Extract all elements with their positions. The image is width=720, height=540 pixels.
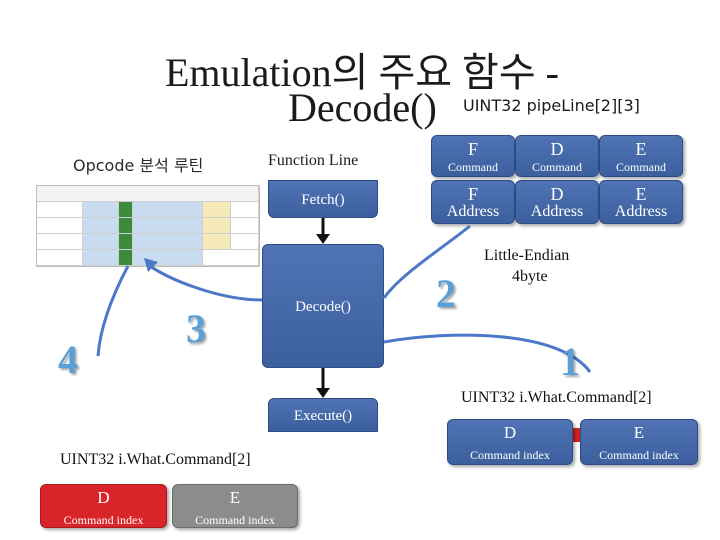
endian-note-line2: 4byte: [512, 268, 548, 285]
execute-stage-label: Execute(): [293, 408, 353, 424]
step-number-2: 2: [436, 271, 456, 316]
execute-stage-box: Execute(): [268, 398, 378, 432]
fetch-to-decode-arrowhead: [316, 234, 330, 244]
left-e-letter: E: [229, 488, 241, 507]
pipeline-e-command: E Command: [599, 135, 683, 177]
right-what-command-d: D Command index: [447, 419, 573, 465]
decode-stage-box: Decode(): [262, 244, 384, 368]
right-e-letter: E: [633, 423, 645, 442]
right-what-command-e: E Command index: [580, 419, 698, 465]
fetch-stage-box: Fetch(): [268, 180, 378, 218]
step-number-3: 3: [186, 306, 206, 351]
pipeline-array-label: UINT32 pipeLine[2][3]: [463, 96, 640, 115]
pipeline-d-address: D Address: [515, 180, 599, 224]
fetch-stage-label: Fetch(): [301, 192, 345, 208]
opcode-routine-label: Opcode 분석 루틴: [73, 156, 204, 175]
pipeline-f-address-text: Address: [446, 203, 500, 220]
decode-stage-label: Decode(): [295, 299, 351, 315]
left-d-letter: D: [97, 488, 110, 507]
pipeline-d-command: D Command: [515, 135, 599, 177]
pipeline-f-command: F Command: [431, 135, 515, 177]
pipeline-e-address: E Address: [599, 180, 683, 224]
pipeline-to-decode-curve: [382, 224, 471, 299]
right-d-text: Command index: [470, 448, 550, 462]
pipeline-e-command-letter: E: [635, 139, 647, 159]
pipeline-f-address: F Address: [431, 180, 515, 224]
function-line-label: Function Line: [268, 152, 359, 169]
right-what-command-label: UINT32 i.What.Command[2]: [461, 389, 652, 406]
step-number-4: 4: [58, 337, 78, 382]
slide-title-line2: Decode(): [288, 85, 437, 130]
pipeline-e-address-text: Address: [614, 203, 668, 220]
pipeline-e-command-text: Command: [616, 160, 666, 174]
left-what-command-d: D Command index: [40, 484, 167, 528]
endian-note-line1: Little-Endian: [484, 247, 570, 264]
right-d-letter: D: [503, 423, 517, 442]
left-e-text: Command index: [195, 513, 275, 527]
decode-to-execute-arrowhead: [316, 388, 330, 398]
right-e-text: Command index: [599, 448, 679, 462]
pipeline-e-address-letter: E: [635, 184, 647, 204]
opcode-table-image: [36, 185, 260, 267]
decode-to-opcode-curve: [149, 264, 263, 302]
pipeline-d-command-text: Command: [532, 160, 582, 174]
pipeline-f-command-text: Command: [448, 160, 498, 174]
step-number-1: 1: [560, 339, 580, 384]
opcode-to-left-curve: [96, 265, 130, 357]
pipeline-f-command-letter: F: [467, 139, 478, 159]
pipeline-d-address-text: Address: [530, 203, 584, 220]
pipeline-f-address-letter: F: [467, 184, 478, 204]
pipeline-d-address-letter: D: [550, 184, 564, 204]
left-what-command-e: E Command index: [172, 484, 298, 528]
left-what-command-label: UINT32 i.What.Command[2]: [60, 451, 251, 468]
pipeline-d-command-letter: D: [550, 139, 564, 159]
decode-to-opcode-arrowhead: [144, 258, 158, 272]
left-d-text: Command index: [63, 513, 144, 527]
slide-title-line1: Emulation의 주요 함수 -: [165, 50, 559, 95]
what-command-to-decode-curve: [383, 333, 592, 373]
